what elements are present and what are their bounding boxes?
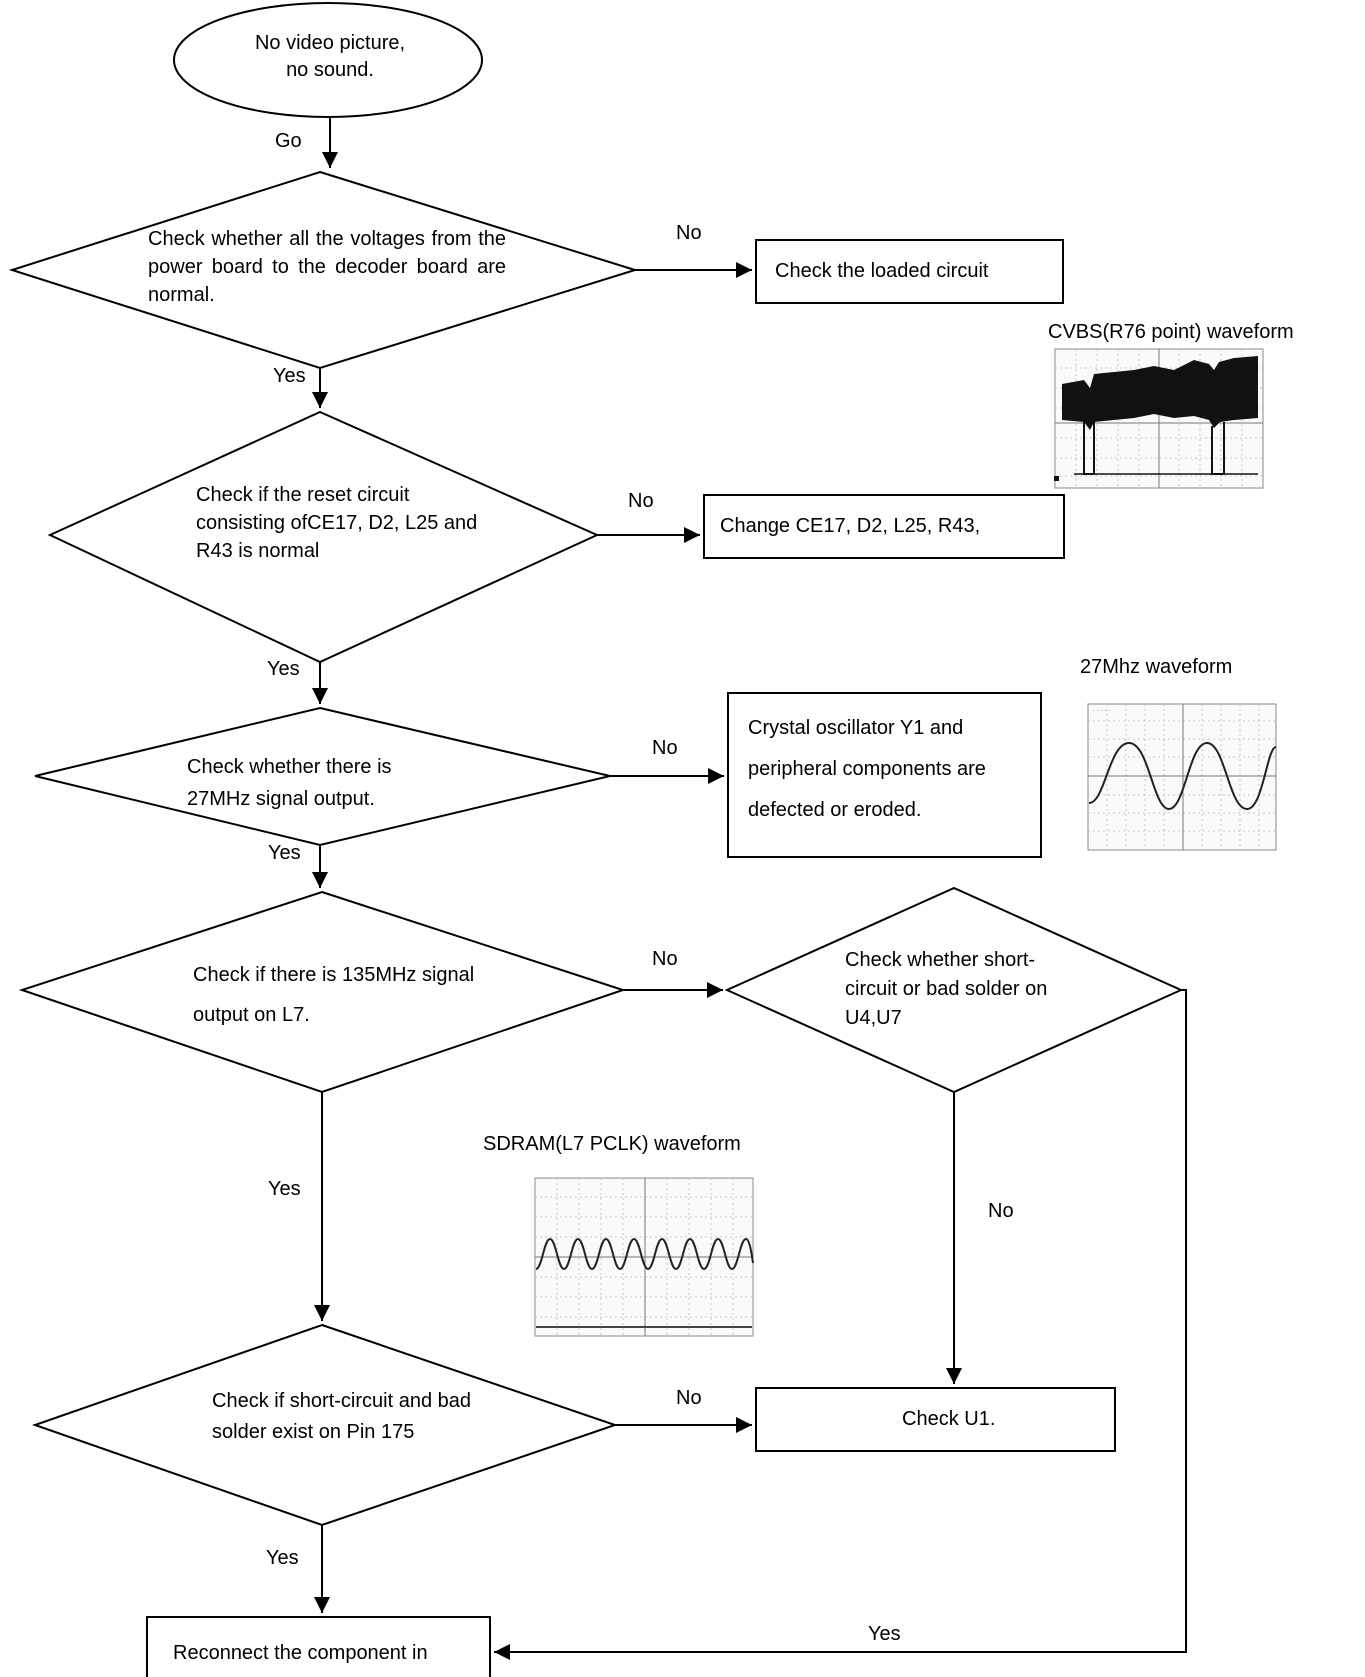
- decision-135mhz-text: Check if there is 135MHz signal output o…: [193, 964, 475, 1026]
- box-loaded-circuit-text: Check the loaded circuit: [775, 260, 989, 282]
- label-yes-3: Yes: [268, 842, 301, 864]
- label-yes-5: Yes: [868, 1623, 901, 1645]
- box-change-parts: [703, 494, 1065, 559]
- caption-cvbs-waveform: CVBS(R76 point) waveform: [1048, 321, 1294, 343]
- box-change-parts-text: Change CE17, D2, L25, R43,: [720, 515, 981, 537]
- decision-reset-text: Check if the reset circuit consisting of…: [196, 484, 478, 562]
- label-yes-1: Yes: [273, 365, 306, 387]
- box-loaded-circuit: [755, 239, 1064, 304]
- caption-27mhz-waveform: 27Mhz waveform: [1080, 656, 1233, 678]
- label-go: Go: [275, 130, 302, 152]
- label-no-2: No: [628, 490, 654, 512]
- box-check-u1-text: Check U1.: [902, 1408, 996, 1430]
- start-text: No video picture, no sound.: [254, 32, 406, 81]
- label-no-1: No: [676, 222, 702, 244]
- label-yes-2: Yes: [267, 658, 300, 680]
- label-no-4: No: [652, 948, 678, 970]
- cvbs-waveform-image: [1054, 348, 1264, 489]
- label-yes-6: Yes: [266, 1547, 299, 1569]
- caption-sdram-waveform: SDRAM(L7 PCLK) waveform: [483, 1133, 741, 1155]
- box-reconnect: [146, 1616, 491, 1677]
- box-crystal-text: Crystal oscillator Y1 and peripheral com…: [748, 717, 986, 821]
- decision-27mhz-text: Check whether there is 27MHz signal outp…: [187, 756, 392, 810]
- box-reconnect-text: Reconnect the component in: [173, 1642, 428, 1664]
- svg-text:· · · · ·: · · · · ·: [1093, 708, 1110, 715]
- label-no-3: No: [652, 737, 678, 759]
- sdram-waveform-image: [534, 1177, 754, 1337]
- 27mhz-waveform-image: · · · · ·: [1087, 703, 1277, 851]
- decision-pin175-text: Check if short-circuit and bad solder ex…: [212, 1390, 472, 1443]
- label-no-5: No: [988, 1200, 1014, 1222]
- start-terminal: [173, 2, 483, 118]
- box-crystal: [727, 692, 1042, 858]
- box-check-u1: [755, 1387, 1116, 1452]
- decision-voltages-text: Check whether all the voltages from the …: [148, 228, 506, 306]
- decision-u4u7-text: Check whether short-circuit or bad solde…: [845, 949, 1048, 1029]
- label-yes-4: Yes: [268, 1178, 301, 1200]
- arrow-d5-yes: [494, 989, 1187, 1660]
- label-no-6: No: [676, 1387, 702, 1409]
